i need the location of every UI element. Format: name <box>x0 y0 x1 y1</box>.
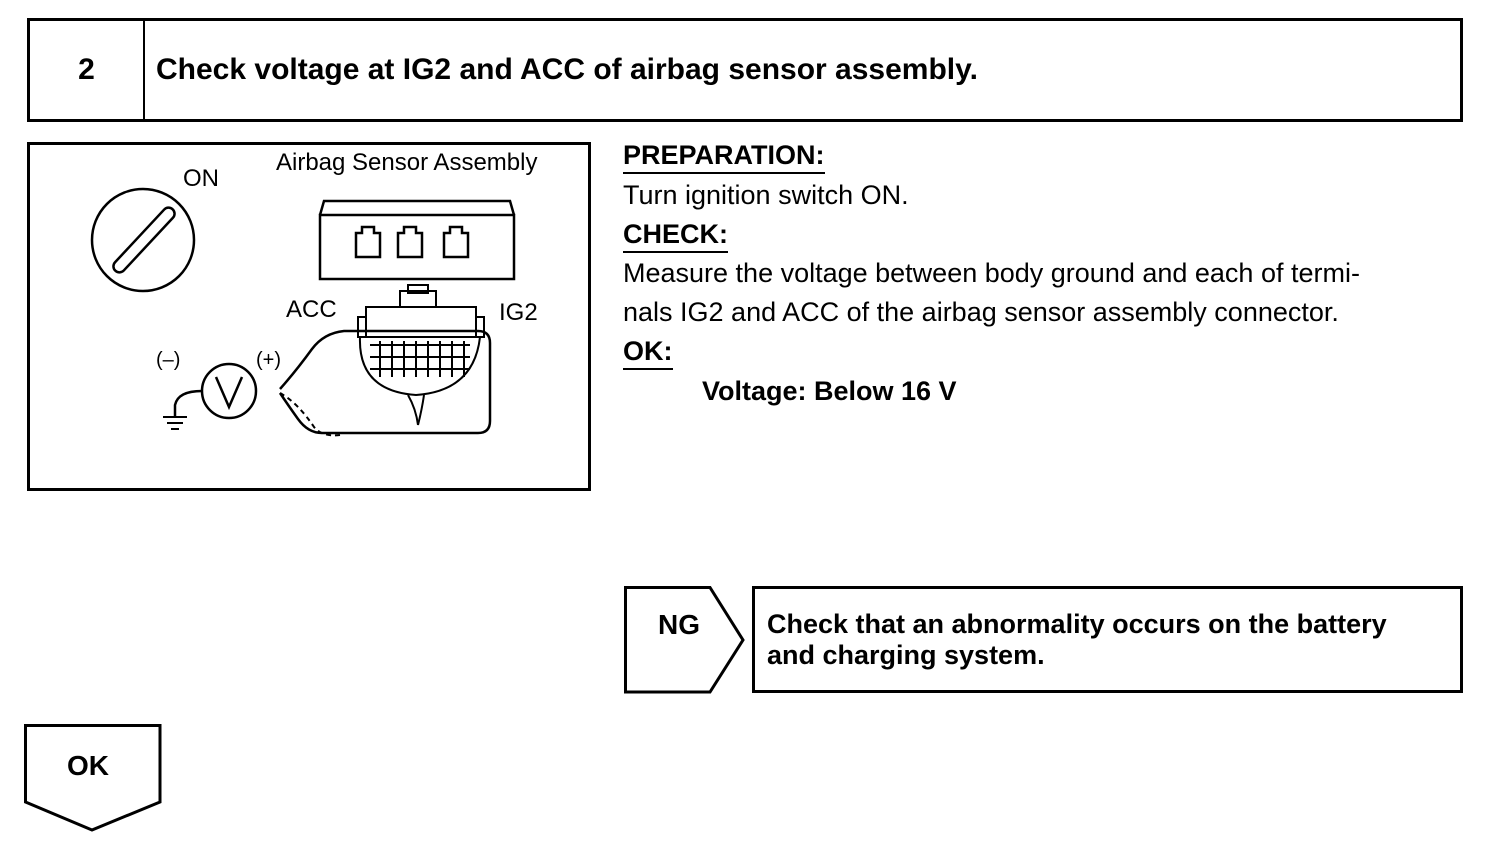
connector-icon <box>357 284 485 426</box>
ng-result-line1: Check that an abnormality occurs on the … <box>767 609 1387 639</box>
label-negative: (–) <box>156 349 181 371</box>
ok-label: OK <box>67 750 109 781</box>
sensor-assembly-icon <box>318 199 516 281</box>
step-header: 2 Check voltage at IG2 and ACC of airbag… <box>27 18 1463 122</box>
preparation-text: Turn ignition switch ON. <box>623 180 909 210</box>
ng-label: NG <box>658 609 700 640</box>
step-number: 2 <box>30 21 145 119</box>
check-text-line1: Measure the voltage between body ground … <box>623 258 1360 288</box>
check-heading: CHECK: <box>623 221 728 253</box>
ok-spec: Voltage: Below 16 V <box>702 376 957 406</box>
ng-result-line2: and charging system. <box>767 640 1045 670</box>
wiring-illustration: ON Airbag Sensor Assembly ACC IG2 (–) (+… <box>27 142 591 491</box>
ng-arrow-box <box>624 586 745 694</box>
preparation-heading: PREPARATION: <box>623 142 825 174</box>
label-ig2: IG2 <box>499 299 538 326</box>
step-title: Check voltage at IG2 and ACC of airbag s… <box>156 53 978 86</box>
ignition-key-icon <box>90 187 196 293</box>
label-on: ON <box>183 165 219 192</box>
label-acc: ACC <box>286 296 337 323</box>
voltmeter-icon <box>200 362 258 420</box>
ok-heading: OK: <box>623 338 673 370</box>
ground-icon <box>163 416 187 430</box>
label-airbag-sensor-assembly: Airbag Sensor Assembly <box>276 149 538 176</box>
ng-result-box: Check that an abnormality occurs on the … <box>752 586 1463 693</box>
ok-arrow-box <box>24 724 162 832</box>
label-positive: (+) <box>256 349 281 371</box>
check-text-line2: nals IG2 and ACC of the airbag sensor as… <box>623 297 1339 327</box>
